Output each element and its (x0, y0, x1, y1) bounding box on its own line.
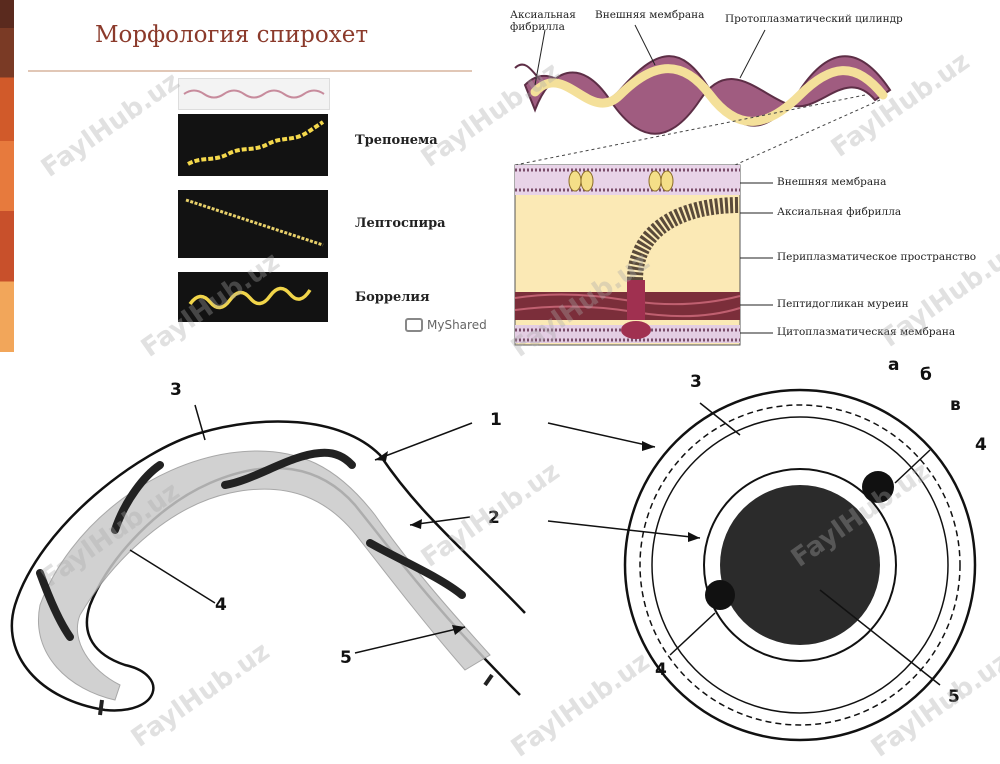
presentation-icon (405, 318, 423, 332)
label-periplasmic-space: Периплазматическое пространство (777, 251, 977, 263)
label-2: 2 (488, 508, 500, 528)
leptospira-photo (178, 190, 328, 258)
label-borrelia: Боррелия (355, 290, 430, 305)
myshared-badge: MyShared (405, 318, 487, 332)
treponema-photo (178, 114, 328, 176)
label-1: 1 (490, 410, 502, 430)
slide-title: Морфология спирохет (95, 22, 369, 48)
membrane-diagram: Аксиальная фибрилла Внешняя мембрана Про… (505, 0, 1000, 352)
right-label-a: а (888, 355, 900, 375)
left-label-5: 5 (340, 648, 352, 668)
label-axial-fibril: Аксиальная фибрилла (777, 206, 902, 218)
small-spiral-drawing (183, 89, 325, 99)
right-label-4-top: 4 (975, 435, 987, 455)
left-label-3: 3 (170, 380, 182, 400)
slide-panel: Морфология спирохет Трепонема Лептоспира… (0, 0, 500, 352)
slide-accent-bar (0, 0, 14, 352)
photo-header-strip (178, 78, 330, 110)
schematic-panel: 3 1 2 4 5 3 а б в 4 4 5 (0, 355, 1000, 750)
label-peptidoglycan: Пептидогликан муреин (777, 298, 909, 310)
left-label-4: 4 (215, 595, 227, 615)
right-label-b: б (920, 365, 932, 385)
label-cytoplasmic-membrane: Цитоплазматическая мембрана (777, 326, 956, 338)
borrelia-photo (178, 272, 328, 322)
label-leptospira: Лептоспира (355, 216, 446, 231)
right-label-4-bottom: 4 (655, 660, 667, 680)
label-axial-fibril-top: Аксиальная фибрилла (510, 9, 576, 33)
membrane-drawing (514, 24, 892, 346)
right-label-v: в (950, 395, 961, 415)
label-outer-membrane: Внешняя мембрана (777, 176, 887, 188)
right-label-3: 3 (690, 372, 702, 392)
label-outer-membrane-top: Внешняя мембрана (595, 9, 705, 21)
label-treponema: Трепонема (355, 133, 438, 148)
label-protoplasmic-cylinder: Протоплазматический цилиндр (725, 13, 903, 25)
right-label-5: 5 (948, 687, 960, 707)
title-divider (28, 70, 472, 72)
schematic-drawing (10, 388, 977, 742)
myshared-label: MyShared (427, 318, 487, 332)
